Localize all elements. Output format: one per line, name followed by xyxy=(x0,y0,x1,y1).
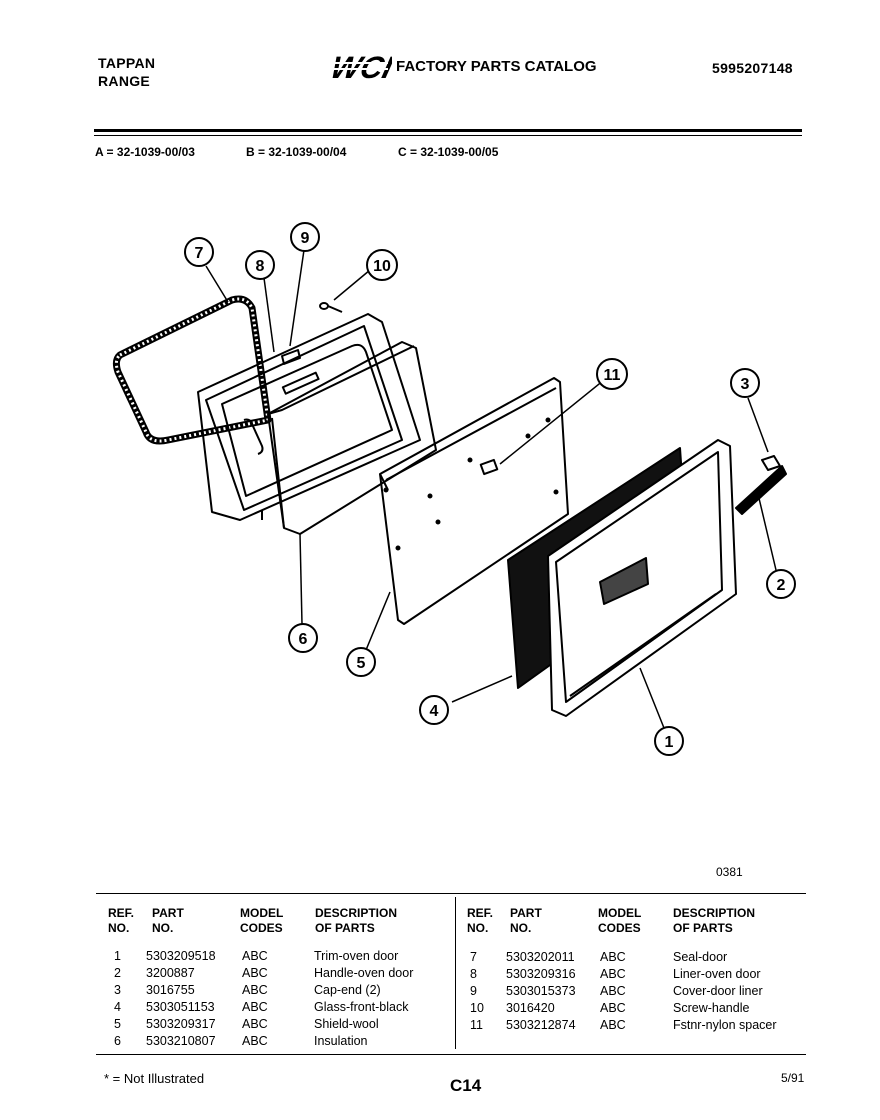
callout-5: 5 xyxy=(346,647,376,677)
model-b: B = 32-1039-00/04 xyxy=(246,145,347,159)
not-illustrated-note: * = Not Illustrated xyxy=(104,1071,205,1086)
header-ref: REF.NO. xyxy=(108,906,135,935)
model-a: A = 32-1039-00/03 xyxy=(95,145,195,159)
svg-text:11: 11 xyxy=(604,367,621,384)
leader-lines xyxy=(205,249,777,729)
page-number: C14 xyxy=(450,1076,482,1095)
header-rule-thick xyxy=(94,129,802,132)
fastener-spacer-part xyxy=(479,458,499,476)
model-c: C = 32-1039-00/05 xyxy=(398,145,499,159)
cover-door-liner-part xyxy=(267,341,437,535)
diagram-code: 0381 xyxy=(716,865,743,879)
callout-1: 1 xyxy=(654,726,684,756)
callout-8: 8 xyxy=(245,250,275,280)
svg-text:6: 6 xyxy=(299,631,308,648)
svg-text:4: 4 xyxy=(430,703,439,720)
header-ref-right: REF.NO. xyxy=(467,906,494,935)
svg-text:3: 3 xyxy=(741,376,750,393)
catalog-number: 5995207148 xyxy=(712,60,793,76)
callout-7: 7 xyxy=(184,237,214,267)
parts-table xyxy=(96,893,806,1055)
wci-logo: WCI xyxy=(327,50,392,82)
callout-3: 3 xyxy=(730,368,760,398)
shield-wool-part xyxy=(379,377,569,625)
svg-text:1: 1 xyxy=(665,734,674,751)
liner-oven-door-part xyxy=(197,313,421,521)
trim-oven-door-part xyxy=(547,439,737,717)
handle-oven-door-part xyxy=(735,465,787,515)
svg-text:5: 5 xyxy=(357,655,366,672)
header-rule-thin xyxy=(94,135,802,136)
svg-text:10: 10 xyxy=(373,258,391,275)
callout-6: 6 xyxy=(288,623,318,653)
svg-text:8: 8 xyxy=(256,258,265,275)
callout-10: 10 xyxy=(366,249,398,281)
svg-text:2: 2 xyxy=(777,577,786,594)
callout-2: 2 xyxy=(766,569,796,599)
revision-date: 5/91 xyxy=(781,1071,805,1085)
table-divider xyxy=(455,897,456,1049)
exploded-parts-diagram: 7 8 9 10 11 3 2 1 4 5 6 xyxy=(112,222,796,756)
cap-end-part xyxy=(761,455,781,471)
catalog-title: FACTORY PARTS CATALOG xyxy=(396,58,597,75)
callout-11: 11 xyxy=(596,358,628,390)
brand-line-2: RANGE xyxy=(98,73,151,89)
screw-handle-part xyxy=(319,302,343,313)
logo-text: WCI xyxy=(327,50,392,82)
brand-line-1: TAPPAN xyxy=(98,55,156,71)
svg-text:9: 9 xyxy=(301,230,310,247)
seal-door-part xyxy=(112,295,272,445)
callout-4: 4 xyxy=(419,695,449,725)
svg-text:7: 7 xyxy=(195,245,204,262)
callout-9: 9 xyxy=(290,222,320,252)
callouts: 7 8 9 10 11 3 2 1 4 5 6 xyxy=(184,222,796,756)
